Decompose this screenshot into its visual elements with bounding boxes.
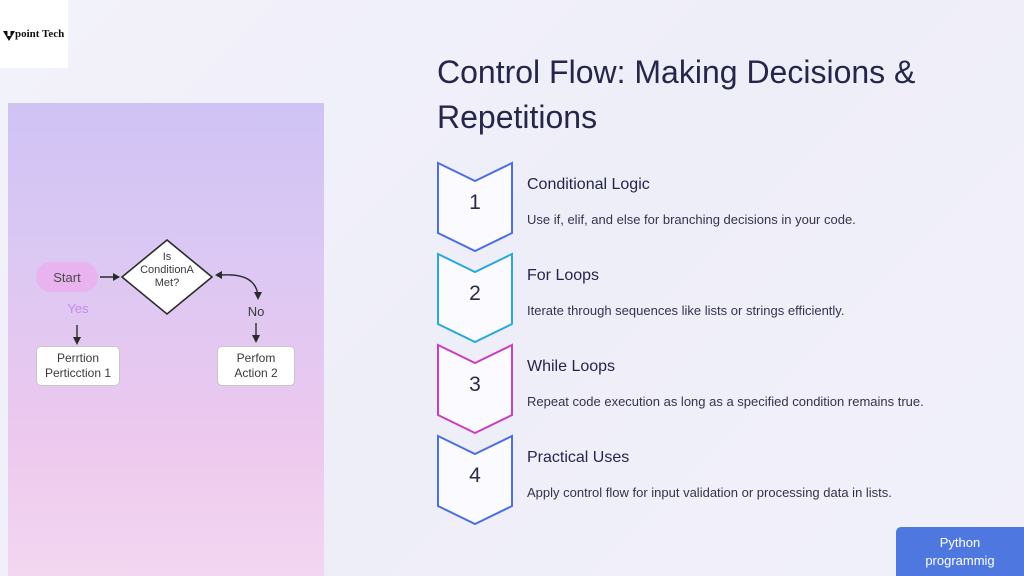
step-description: Apply control flow for input validation …: [527, 485, 892, 500]
start-label: Start: [53, 269, 81, 285]
decision-diamond: [120, 238, 214, 316]
step-number: 3: [469, 373, 481, 396]
chevron-badge-icon: [437, 161, 513, 253]
step-item: 2 For Loops Iterate through sequences li…: [436, 252, 996, 344]
step-number: 2: [469, 282, 481, 305]
step-item: 4 Practical Uses Apply control flow for …: [436, 434, 996, 526]
diamond-logo-icon: [3, 31, 15, 41]
step-badge: 4: [436, 434, 514, 526]
yes-label: Yes: [67, 301, 89, 316]
decision-label: Is ConditionA Met?: [140, 251, 194, 289]
flowchart-connectors: [73, 238, 262, 345]
logo: point Tech: [0, 0, 68, 68]
no-label: No: [247, 304, 265, 319]
step-description: Iterate through sequences like lists or …: [527, 303, 845, 318]
page-title: Control Flow: Making Decisions & Repetit…: [437, 54, 916, 135]
step-description: Use if, elif, and else for branching dec…: [527, 212, 856, 227]
step-badge: 2: [436, 252, 514, 344]
action-box-left: Perrtion Perticction 1: [36, 346, 120, 386]
chevron-badge-icon: [437, 343, 513, 435]
step-number: 4: [469, 464, 481, 487]
step-title: While Loops: [527, 358, 616, 375]
step-title: For Loops: [527, 267, 600, 284]
python-programming-button[interactable]: Python programmig: [896, 527, 1024, 576]
step-badge: 1: [436, 161, 514, 253]
chevron-badge-icon: [437, 434, 513, 526]
flowchart-illustration: Start Is ConditionA Met? Yes No Perrtion…: [8, 103, 324, 576]
step-description: Repeat code execution as long as a speci…: [527, 394, 924, 409]
step-title: Conditional Logic: [527, 176, 650, 193]
step-number: 1: [469, 191, 481, 214]
step-item: 1 Conditional Logic Use if, elif, and el…: [436, 161, 996, 253]
start-node: Start: [36, 262, 98, 292]
step-badge: 3: [436, 343, 514, 435]
logo-text: point Tech: [15, 28, 65, 40]
chevron-badge-icon: [437, 252, 513, 344]
action-box-right: Perfom Action 2: [217, 346, 295, 386]
step-item: 3 While Loops Repeat code execution as l…: [436, 343, 996, 435]
step-title: Practical Uses: [527, 449, 630, 466]
